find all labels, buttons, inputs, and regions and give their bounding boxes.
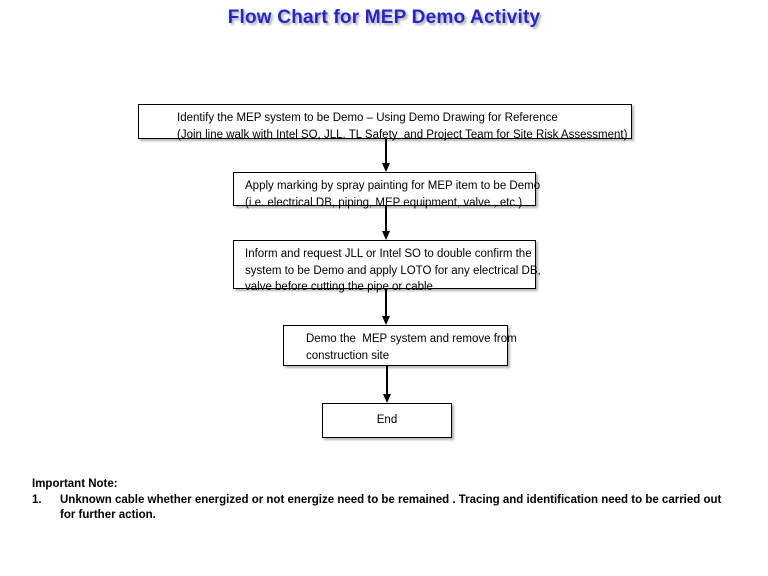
important-note: Important Note: 1. Unknown cable whether… bbox=[32, 477, 732, 523]
flow-node-identify: Identify the MEP system to be Demo – Usi… bbox=[138, 104, 632, 141]
page-title: Flow Chart for MEP Demo Activity bbox=[227, 7, 541, 28]
flow-node-identify-line-1: Identify the MEP system to be Demo – Usi… bbox=[177, 112, 558, 124]
flow-node-end-label: End bbox=[376, 414, 398, 427]
connector-marking-to-inform bbox=[385, 206, 387, 232]
flow-node-identify-line-2: (Join line walk with Intel SO, JLL, TL S… bbox=[177, 128, 628, 141]
flow-node-end: End bbox=[322, 403, 452, 438]
flow-node-inform-line-3: valve before cutting the pipe or cable bbox=[245, 281, 433, 293]
important-note-item-1-text: Unknown cable whether energized or not e… bbox=[60, 494, 722, 521]
important-note-heading: Important Note: bbox=[32, 478, 118, 490]
flow-node-marking-line-1: Apply marking by spray painting for MEP … bbox=[245, 180, 541, 192]
important-note-item-1-number: 1. bbox=[32, 494, 42, 506]
flow-node-demo-line-1: Demo the MEP system and remove from bbox=[306, 333, 517, 345]
flow-node-inform-line-2: system to be Demo and apply LOTO for any… bbox=[245, 264, 541, 277]
flow-node-inform: Inform and request JLL or Intel SO to do… bbox=[233, 240, 541, 293]
flow-node-inform-line-1: Inform and request JLL or Intel SO to do… bbox=[245, 248, 532, 260]
flow-node-demo: Demo the MEP system and remove from cons… bbox=[283, 325, 517, 366]
flow-node-marking-line-2: (i.e. electrical DB, piping, MEP equipme… bbox=[245, 196, 523, 209]
flow-node-demo-line-2: construction site bbox=[306, 349, 390, 362]
connector-identify-to-marking bbox=[385, 139, 387, 164]
connector-inform-to-demo bbox=[385, 289, 387, 317]
flow-node-marking: Apply marking by spray painting for MEP … bbox=[233, 172, 541, 209]
important-note-item-1: 1. Unknown cable whether energized or no… bbox=[32, 493, 732, 523]
connector-demo-to-end bbox=[386, 366, 388, 395]
